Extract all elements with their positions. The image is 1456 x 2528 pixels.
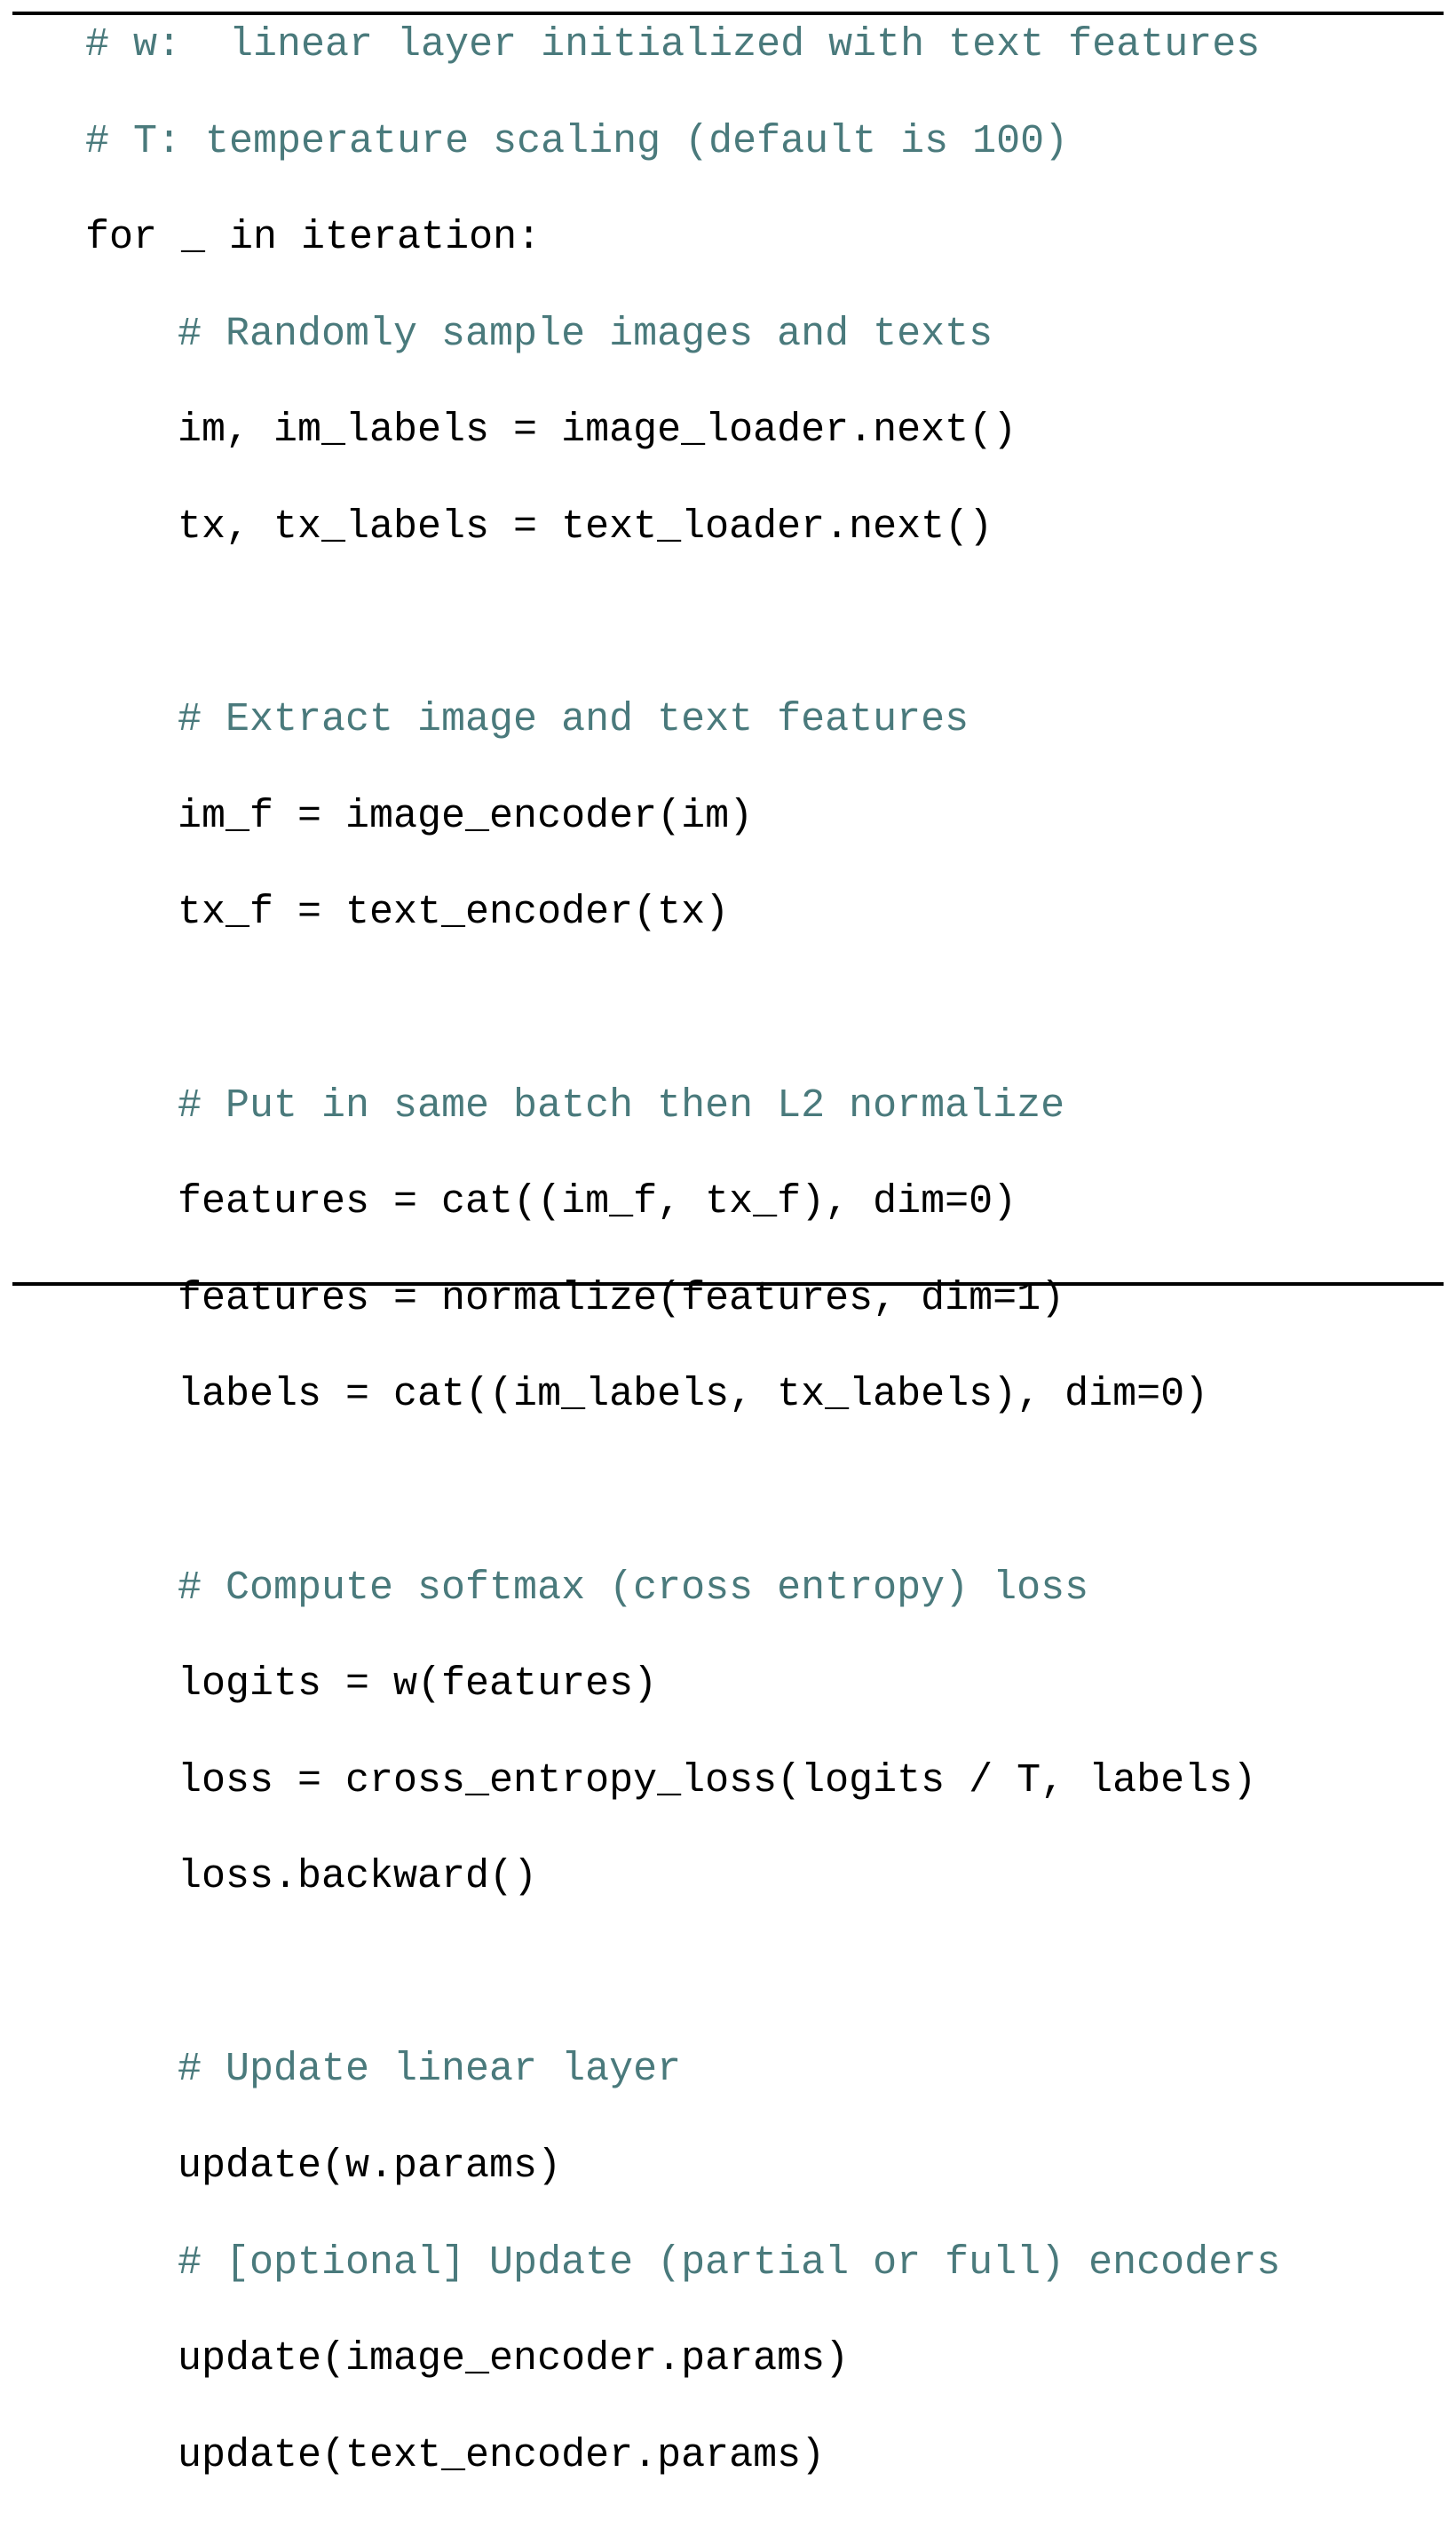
code-line: features = cat((im_f, tx_f), dim=0) xyxy=(178,1179,1017,1225)
comment-line: # T: temperature scaling (default is 100… xyxy=(85,118,1069,164)
bottom-rule xyxy=(12,1282,1444,1286)
blank-line xyxy=(0,1468,1280,1516)
code-line: logits = w(features) xyxy=(178,1661,658,1708)
comment-line: # Extract image and text features xyxy=(178,697,969,743)
code-line: tx, tx_labels = text_loader.next() xyxy=(178,503,993,550)
code-line: im_f = image_encoder(im) xyxy=(178,793,754,839)
comment-line: # Compute softmax (cross entropy) loss xyxy=(178,1565,1089,1611)
code-line: update(image_encoder.params) xyxy=(178,2336,850,2382)
code-line: update(w.params) xyxy=(178,2144,562,2190)
code-line: im, im_labels = image_loader.next() xyxy=(178,408,1017,454)
blank-line xyxy=(0,600,1280,648)
code-line: update(text_encoder.params) xyxy=(178,2432,826,2478)
comment-line: # Put in same batch then L2 normalize xyxy=(178,1082,1065,1129)
code-line: tx_f = text_encoder(tx) xyxy=(178,890,730,936)
code-line: loss.backward() xyxy=(178,1854,538,1900)
code-listing: # w: linear layer initialized with text … xyxy=(0,21,1280,2528)
comment-line: # w: linear layer initialized with text … xyxy=(85,22,1261,67)
code-line: for _ in iteration: xyxy=(85,215,542,261)
blank-line xyxy=(0,1950,1280,1998)
comment-line: # [optional] Update (partial or full) en… xyxy=(178,2239,1281,2286)
comment-line: # Randomly sample images and texts xyxy=(178,311,993,357)
code-line: loss = cross_entropy_loss(logits / T, la… xyxy=(178,1757,1257,1803)
comment-line: # Update linear layer xyxy=(178,2047,682,2093)
top-rule xyxy=(12,12,1444,15)
code-line: labels = cat((im_labels, tx_labels), dim… xyxy=(178,1372,1209,1418)
blank-line xyxy=(0,986,1280,1034)
